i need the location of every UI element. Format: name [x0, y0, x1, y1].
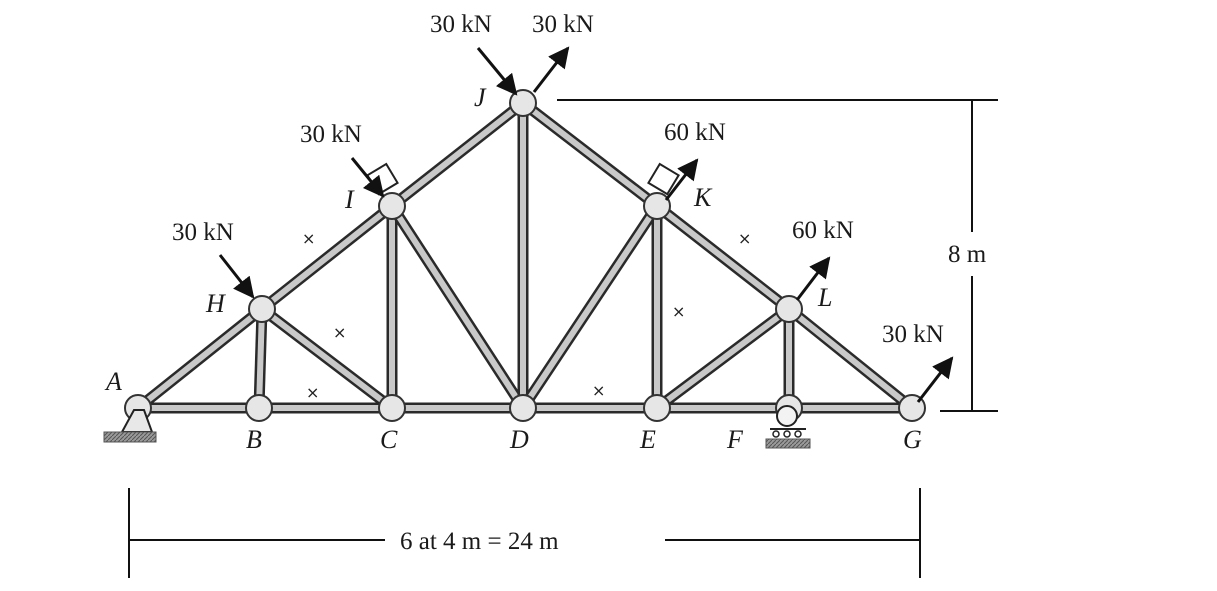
angle-box-i — [366, 162, 399, 196]
load-label-i: 30 kN — [300, 121, 362, 148]
joint-j — [509, 89, 537, 117]
truss-members — [134, 98, 916, 414]
member-kd — [518, 202, 662, 412]
load-label-g: 30 kN — [882, 321, 944, 348]
node-label-e: E — [639, 425, 656, 454]
joint-c — [378, 394, 406, 422]
height-dimension-label: 8 m — [948, 241, 987, 268]
member-lg — [785, 304, 916, 413]
joint-h — [248, 295, 276, 323]
load-arrow-l — [795, 256, 831, 301]
member-ij — [388, 98, 527, 211]
node-label-a: A — [104, 367, 122, 396]
joint-k — [643, 192, 671, 220]
node-label-f: F — [726, 425, 744, 454]
member-le — [653, 304, 793, 413]
x-mark: × — [592, 381, 605, 400]
x-mark: × — [302, 229, 315, 248]
load-label-j-right: 30 kN — [532, 11, 594, 38]
load-arrow-j-left — [476, 47, 518, 96]
node-label-b: B — [246, 425, 262, 454]
node-label-l: L — [817, 283, 832, 312]
load-labels: 30 kN 30 kN 30 kN 30 kN 60 kN 60 kN 30 k… — [172, 11, 944, 348]
joint-i — [378, 192, 406, 220]
load-arrows — [218, 46, 954, 403]
x-mark: × — [672, 302, 685, 321]
span-dimension — [128, 488, 921, 578]
angle-box-k — [647, 162, 680, 196]
member-hi — [258, 201, 396, 314]
joint-e — [643, 394, 671, 422]
x-mark: × — [738, 229, 751, 248]
member-kl — [653, 201, 793, 314]
x-mark: × — [333, 323, 346, 342]
pin-support-a — [103, 409, 157, 443]
node-label-k: K — [693, 183, 713, 212]
load-label-h: 30 kN — [172, 219, 234, 246]
load-arrow-h — [218, 254, 255, 299]
joint-d — [509, 394, 537, 422]
joint-b — [245, 394, 273, 422]
x-marks: × × × × × × — [302, 229, 751, 402]
load-label-l: 60 kN — [792, 217, 854, 244]
load-label-k: 60 kN — [664, 119, 726, 146]
height-dimension — [557, 99, 998, 412]
joint-l — [775, 295, 803, 323]
load-label-j-left: 30 kN — [430, 11, 492, 38]
load-arrow-j-right — [532, 46, 570, 93]
node-label-c: C — [380, 425, 398, 454]
member-jk — [519, 98, 661, 211]
member-hb — [253, 308, 268, 409]
load-arrow-g — [916, 356, 954, 403]
member-id — [387, 203, 528, 411]
x-mark: × — [306, 383, 319, 402]
node-label-d: D — [509, 425, 529, 454]
node-label-g: G — [903, 425, 922, 454]
span-dimension-label: 6 at 4 m = 24 m — [400, 528, 559, 555]
node-labels: A B C D E F G H I J K L — [104, 83, 922, 454]
load-arrow-i — [350, 157, 385, 198]
node-label-j: J — [474, 83, 487, 112]
member-ah — [134, 304, 266, 413]
node-label-h: H — [205, 289, 226, 318]
member-hc — [258, 304, 396, 413]
load-arrow-k — [664, 158, 699, 201]
node-label-i: I — [344, 185, 355, 214]
roller-support-f — [765, 405, 811, 449]
